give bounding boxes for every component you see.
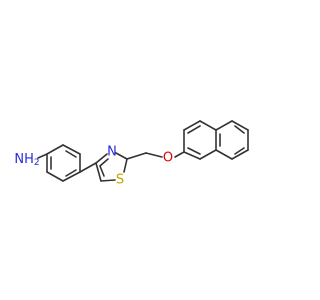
bond	[95, 162, 102, 182]
molecule-structure-diagram: NH2 N S O	[14, 120, 249, 188]
bond	[231, 149, 249, 160]
double-bond	[65, 150, 77, 158]
bond	[62, 144, 81, 155]
bond	[62, 171, 81, 182]
amine-text: NH2	[14, 152, 39, 169]
ether-naphthyl-bond	[174, 151, 185, 158]
naphthalene-left-ring	[183, 120, 217, 160]
bond	[231, 120, 249, 131]
bond	[183, 120, 201, 131]
bond	[95, 153, 108, 164]
double-bond	[234, 147, 245, 155]
bond	[199, 120, 217, 131]
methylene-oxygen-bond	[145, 152, 163, 158]
double-bond	[187, 125, 201, 134]
aryl-thiazole-bond	[79, 162, 97, 173]
bond	[215, 149, 233, 160]
thiazole-sulfur-label: S	[116, 173, 124, 188]
double-bond	[99, 165, 105, 177]
aniline-ring	[46, 144, 81, 182]
bond	[100, 179, 116, 182]
thiazole-ring	[95, 152, 128, 182]
bond	[115, 152, 128, 160]
double-bond	[187, 147, 201, 155]
bond	[46, 144, 64, 155]
naphthalene-right-ring	[215, 120, 249, 160]
bond	[183, 151, 201, 160]
amine-bond	[37, 153, 48, 159]
bond	[46, 171, 64, 182]
thiazole-nitrogen-label: N	[107, 145, 117, 160]
double-bond	[65, 169, 77, 177]
ether-oxygen-label: O	[163, 151, 173, 166]
bond	[123, 158, 128, 173]
bond	[215, 120, 233, 131]
methylene-bond	[126, 152, 147, 160]
bond	[199, 149, 217, 160]
double-bond	[99, 158, 109, 167]
amine-label: NH2	[14, 152, 39, 169]
double-bond	[234, 125, 245, 134]
